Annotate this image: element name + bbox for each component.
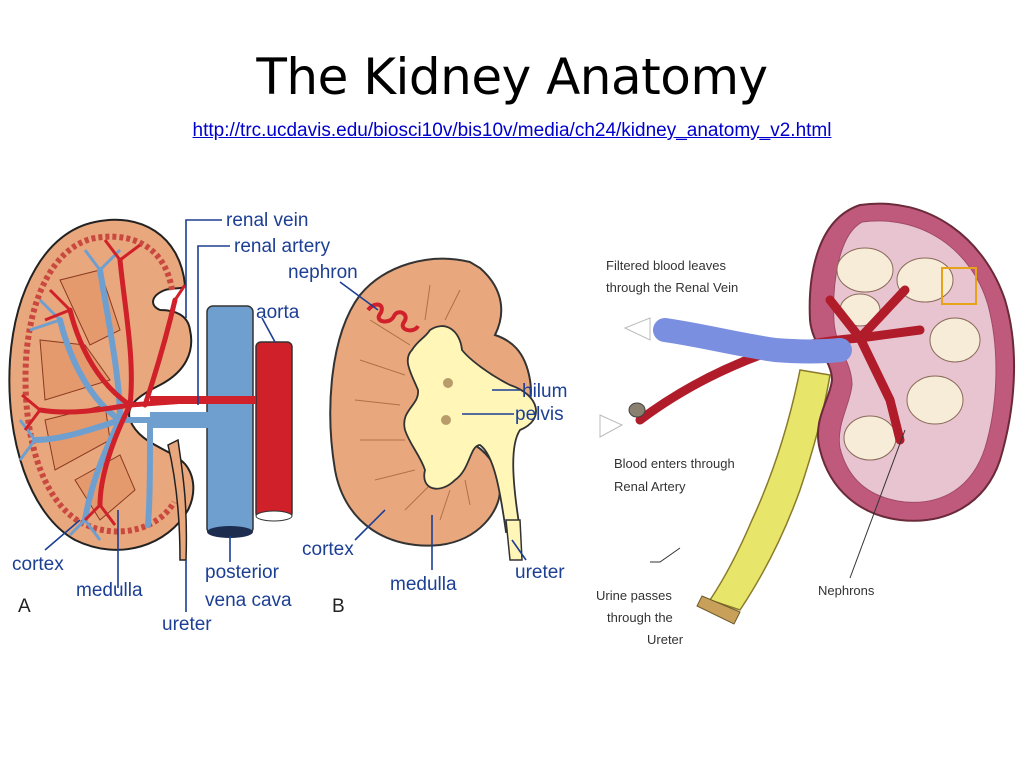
pyramid-c xyxy=(929,317,981,363)
aorta xyxy=(255,341,293,519)
vena-cava-opening xyxy=(207,526,253,538)
ureter-a xyxy=(167,438,188,561)
panel-letter-b: B xyxy=(332,596,345,617)
renal-vein-small xyxy=(18,248,122,541)
label-urine-line-3: Ureter xyxy=(647,632,684,647)
nephron-squiggle xyxy=(366,302,420,333)
label-renal-artery: renal artery xyxy=(234,236,331,257)
figure-a-kidney-vessels xyxy=(8,218,293,561)
renal-vein-c xyxy=(653,318,852,364)
label-cortex-b: cortex xyxy=(302,539,354,560)
arrow-in-icon xyxy=(599,414,624,438)
label-cortex-a: cortex xyxy=(12,554,64,575)
nephron-highlight-box xyxy=(941,267,977,305)
renal-artery-trunk xyxy=(150,396,256,404)
label-ureter-a: ureter xyxy=(162,614,212,635)
pelvis-dot xyxy=(441,415,451,425)
label-nephron: nephron xyxy=(288,262,358,283)
medulla-striation xyxy=(354,284,471,521)
label-vena-cava: vena cava xyxy=(205,590,292,611)
label-hilum: hilum xyxy=(522,381,567,402)
label-blood-line-2: Renal Artery xyxy=(614,479,686,494)
renal-vein-trunk xyxy=(150,412,208,428)
figure-c-leaders xyxy=(650,429,906,579)
pelvis-dot xyxy=(443,378,453,388)
label-filtered-line-1: Filtered blood leaves xyxy=(606,258,726,273)
aorta-opening xyxy=(255,510,293,522)
arrow-out-icon xyxy=(623,317,651,341)
figure-c-kidney-illustration xyxy=(599,202,1016,625)
renal-artery-small xyxy=(21,239,187,526)
figure-b-kidney-section xyxy=(329,257,537,561)
ureter-c xyxy=(708,369,831,611)
pyramid-c xyxy=(906,375,964,425)
label-pelvis: pelvis xyxy=(515,404,564,425)
panel-letter-a: A xyxy=(18,596,31,617)
label-medulla-b: medulla xyxy=(390,574,457,595)
figure-a-leaders xyxy=(44,219,276,612)
label-urine-line-1: Urine passes xyxy=(596,588,672,603)
label-aorta: aorta xyxy=(256,302,300,323)
ureter-b xyxy=(505,519,523,561)
pyramid-c xyxy=(843,415,897,461)
label-filtered-line-2: through the Renal Vein xyxy=(606,280,738,295)
label-ureter-b: ureter xyxy=(515,562,565,583)
pyramid-c xyxy=(836,247,894,293)
label-renal-vein: renal vein xyxy=(226,210,308,231)
label-medulla-a: medulla xyxy=(76,580,143,601)
ureter-c-opening xyxy=(696,595,741,625)
artery-cut-end xyxy=(628,402,646,418)
label-blood-line-1: Blood enters through xyxy=(614,456,735,471)
slide-title: The Kidney Anatomy xyxy=(256,48,768,106)
figure-b-leaders xyxy=(339,281,527,570)
posterior-vena-cava xyxy=(206,305,254,535)
label-urine-line-2: through the xyxy=(607,610,673,625)
source-link[interactable]: http://trc.ucdavis.edu/biosci10v/bis10v/… xyxy=(192,120,832,141)
label-posterior: posterior xyxy=(205,562,280,583)
kidney-a-cortex-band xyxy=(22,233,177,535)
label-nephrons: Nephrons xyxy=(818,583,875,598)
renal-pelvis xyxy=(403,325,537,534)
pyramid-c xyxy=(896,257,954,303)
